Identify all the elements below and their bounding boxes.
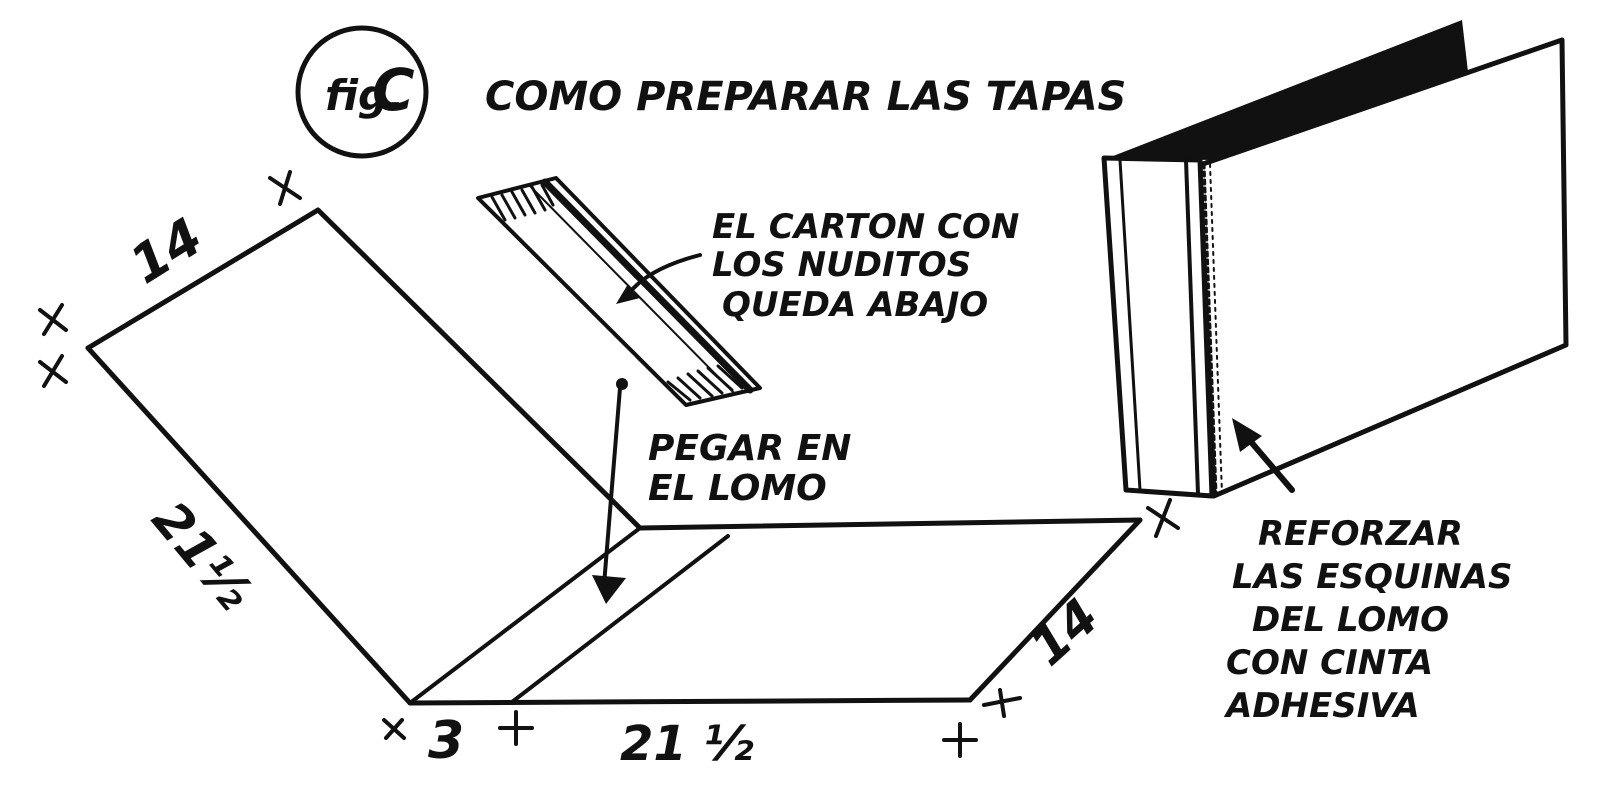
cross-marks — [38, 170, 1180, 758]
figure-badge: fig. C — [295, 25, 429, 159]
finished-book — [1101, 20, 1569, 499]
spine-strip — [510, 534, 730, 704]
glue-note: PEGAR EN EL LOMO — [648, 428, 851, 509]
knots-bottom — [666, 364, 744, 402]
glue-note-line-1: PEGAR EN — [648, 428, 851, 469]
dimension-left-side: 21½ — [141, 490, 264, 620]
dimension-bottom: 21 ½ — [620, 716, 754, 772]
carton-strip — [476, 176, 762, 407]
badge-circle — [295, 25, 429, 159]
badge-fig-text: fig. — [325, 71, 404, 120]
dimension-right: 14 — [1019, 587, 1110, 677]
carton-note-line-2: LOS NUDITOS — [712, 245, 971, 285]
dimension-spine: 3 — [428, 711, 464, 771]
glue-note-line-2: EL LOMO — [648, 468, 827, 509]
left-cover-panel — [85, 207, 643, 706]
carton-note-line-3: QUEDA ABAJO — [722, 285, 988, 325]
reinforce-note-line-5: ADHESIVA — [1223, 686, 1420, 726]
badge-letter: C — [372, 56, 415, 124]
reinforce-note: REFORZAR LAS ESQUINAS DEL LOMO CON CINTA… — [1223, 514, 1512, 726]
reinforce-note-line-2: LAS ESQUINAS — [1232, 557, 1512, 597]
carton-note-line-1: EL CARTON CON — [712, 207, 1019, 247]
carton-note: EL CARTON CON LOS NUDITOS QUEDA ABAJO — [712, 207, 1019, 325]
reinforce-arrow — [1232, 418, 1295, 493]
knots-top — [490, 183, 555, 222]
glue-arrow — [592, 378, 628, 604]
right-cover-panel — [407, 517, 1143, 706]
reinforce-note-line-3: DEL LOMO — [1252, 600, 1449, 640]
reinforce-note-line-4: CON CINTA — [1226, 643, 1433, 683]
carton-note-arrow — [616, 253, 702, 304]
figure-title: COMO PREPARAR LAS TAPAS — [485, 74, 1126, 120]
reinforce-note-line-1: REFORZAR — [1258, 514, 1463, 554]
